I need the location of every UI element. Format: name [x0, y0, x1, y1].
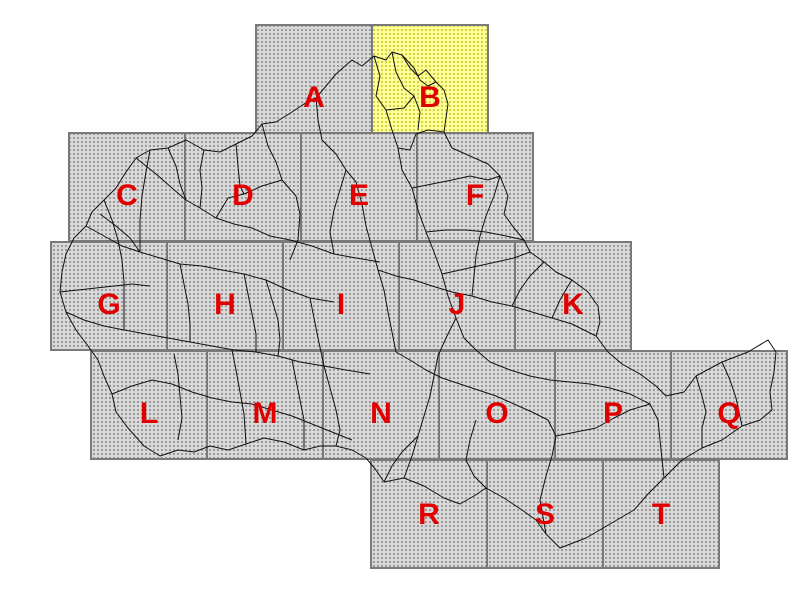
map-tile-label-k: K: [562, 288, 584, 321]
map-tile-t[interactable]: [602, 459, 720, 569]
map-tile-label-h: H: [214, 288, 236, 321]
map-tile-label-d: D: [232, 179, 254, 212]
map-tile-label-b: B: [419, 81, 441, 114]
map-tile-j[interactable]: [398, 241, 516, 351]
map-tile-a[interactable]: [255, 24, 373, 134]
district-boundaries: [59, 51, 777, 549]
map-tile-label-j: J: [449, 288, 466, 321]
tile-layer: [50, 24, 788, 569]
map-tile-q[interactable]: [670, 350, 788, 460]
map-tile-label-g: G: [97, 288, 120, 321]
map-tile-label-t: T: [652, 498, 670, 531]
map-tile-c[interactable]: [68, 132, 186, 242]
tile-label-layer: A B C D E F G H I J K L M N O P Q R S T: [97, 81, 740, 531]
map-tile-p[interactable]: [554, 350, 672, 460]
map-tile-label-i: I: [337, 288, 345, 321]
map-tile-label-c: C: [116, 179, 138, 212]
map-tile-label-f: F: [466, 179, 484, 212]
map-tile-k[interactable]: [514, 241, 632, 351]
map-tile-label-s: S: [535, 498, 555, 531]
map-tile-label-a: A: [303, 81, 325, 114]
map-tile-label-n: N: [370, 397, 392, 430]
map-tile-label-o: O: [485, 397, 508, 430]
map-tile-label-e: E: [349, 179, 369, 212]
map-tile-label-m: M: [253, 397, 278, 430]
map-tile-label-p: P: [603, 397, 623, 430]
map-tile-label-q: Q: [717, 397, 740, 430]
map-tile-b[interactable]: [371, 24, 489, 134]
map-tile-l[interactable]: [90, 350, 208, 460]
map-tile-label-r: R: [418, 498, 440, 531]
map-tile-r[interactable]: [370, 459, 488, 569]
map-tile-label-l: L: [140, 397, 158, 430]
